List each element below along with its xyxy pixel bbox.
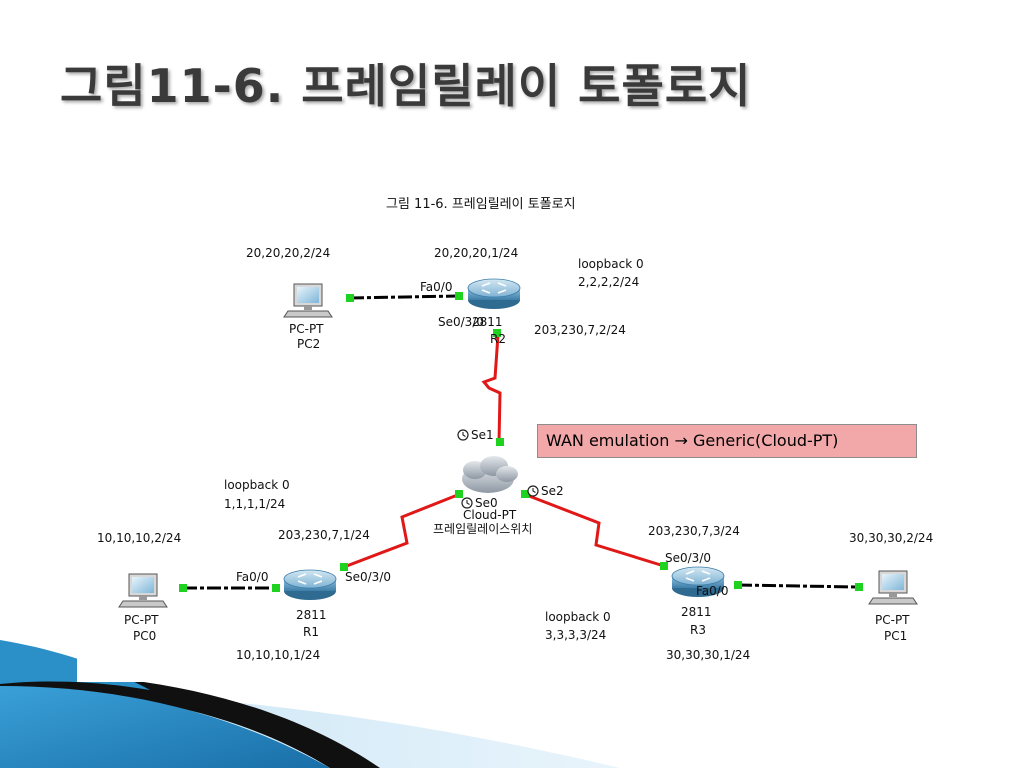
r2-se-ip-label: 203,230,7,2/24 <box>534 323 626 337</box>
slide-title: 그림11-6. 프레임릴레이 토폴로지 <box>60 59 752 113</box>
r1-router-icon[interactable] <box>283 569 337 601</box>
r3-fa-label: Fa0/0 <box>696 584 728 598</box>
pc0-ip-label: 10,10,10,2/24 <box>97 531 181 545</box>
r3-model-label: 2811 <box>681 605 712 619</box>
r2-router-icon[interactable] <box>467 278 521 310</box>
se2-clock-icon <box>527 485 539 497</box>
r2-loopback-ip-label: 2,2,2,2/24 <box>578 275 639 289</box>
r3-se-ip-label: 203,230,7,3/24 <box>648 524 740 538</box>
r1-fa-ip-label: 10,10,10,1/24 <box>236 648 320 662</box>
r2-se-label: Se0/3/0 <box>438 315 484 329</box>
r1-se-label: Se0/3/0 <box>345 570 391 584</box>
r3-loopback-label: loopback 0 <box>545 610 611 624</box>
serial-link-cloud-r1 <box>343 492 461 569</box>
figure-caption: 그림 11-6. 프레임릴레이 토폴로지 <box>386 197 576 212</box>
cloud-se1-label: Se1 <box>471 428 494 442</box>
r2-model-label: 2811 <box>472 315 503 329</box>
cloud-name-label: 프레임릴레이스위치 <box>433 522 532 536</box>
cloud-se2-label: Se2 <box>541 484 564 498</box>
r3-fa-ip-label: 30,30,30,1/24 <box>666 648 750 662</box>
cloud-se0-label: Se0 <box>475 496 498 510</box>
ethernet-link-pc2-r2 <box>349 294 459 300</box>
r1-name-label: R1 <box>303 625 319 639</box>
pc2-name-label: PC2 <box>297 337 320 351</box>
serial-link-cloud-r3 <box>523 492 665 568</box>
pc1-ip-label: 30,30,30,2/24 <box>849 531 933 545</box>
pc2-type-label: PC-PT <box>289 322 324 336</box>
pc1-type-label: PC-PT <box>875 613 910 627</box>
r2-loopback-label: loopback 0 <box>578 257 644 271</box>
ethernet-link-r3-pc1 <box>737 583 859 589</box>
pc2-ip-label: 20,20,20,2/24 <box>246 246 330 260</box>
r1-se-ip-label: 203,230,7,1/24 <box>278 528 370 542</box>
r2-ip-label: 20,20,20,1/24 <box>434 246 518 260</box>
r2-name-label: R2 <box>490 332 506 346</box>
frame-relay-cloud-icon[interactable] <box>462 456 518 493</box>
corner-blue-fill <box>0 686 330 768</box>
se1-clock-icon <box>457 429 469 441</box>
wan-emulation-note: WAN emulation → Generic(Cloud-PT) <box>537 424 917 458</box>
r3-se-label: Se0/3/0 <box>665 551 711 565</box>
r1-fa-label: Fa0/0 <box>236 570 268 584</box>
pc0-type-label: PC-PT <box>124 613 159 627</box>
pc0-icon[interactable] <box>118 573 168 608</box>
pc1-name-label: PC1 <box>884 629 907 643</box>
pc1-icon[interactable] <box>868 570 918 605</box>
link-endpoints <box>179 292 863 592</box>
r2-fa-label: Fa0/0 <box>420 280 452 294</box>
r3-name-label: R3 <box>690 623 706 637</box>
r1-loopback-label: loopback 0 <box>224 478 290 492</box>
serial-link-r2-cloud <box>481 334 502 443</box>
cloud-type-label: Cloud-PT <box>463 508 517 522</box>
r1-loopback-ip-label: 1,1,1,1/24 <box>224 497 285 511</box>
se0-clock-icon <box>461 497 473 509</box>
pc2-icon[interactable] <box>283 283 333 318</box>
pc0-name-label: PC0 <box>133 629 156 643</box>
r1-model-label: 2811 <box>296 608 327 622</box>
r3-loopback-ip-label: 3,3,3,3/24 <box>545 628 606 642</box>
